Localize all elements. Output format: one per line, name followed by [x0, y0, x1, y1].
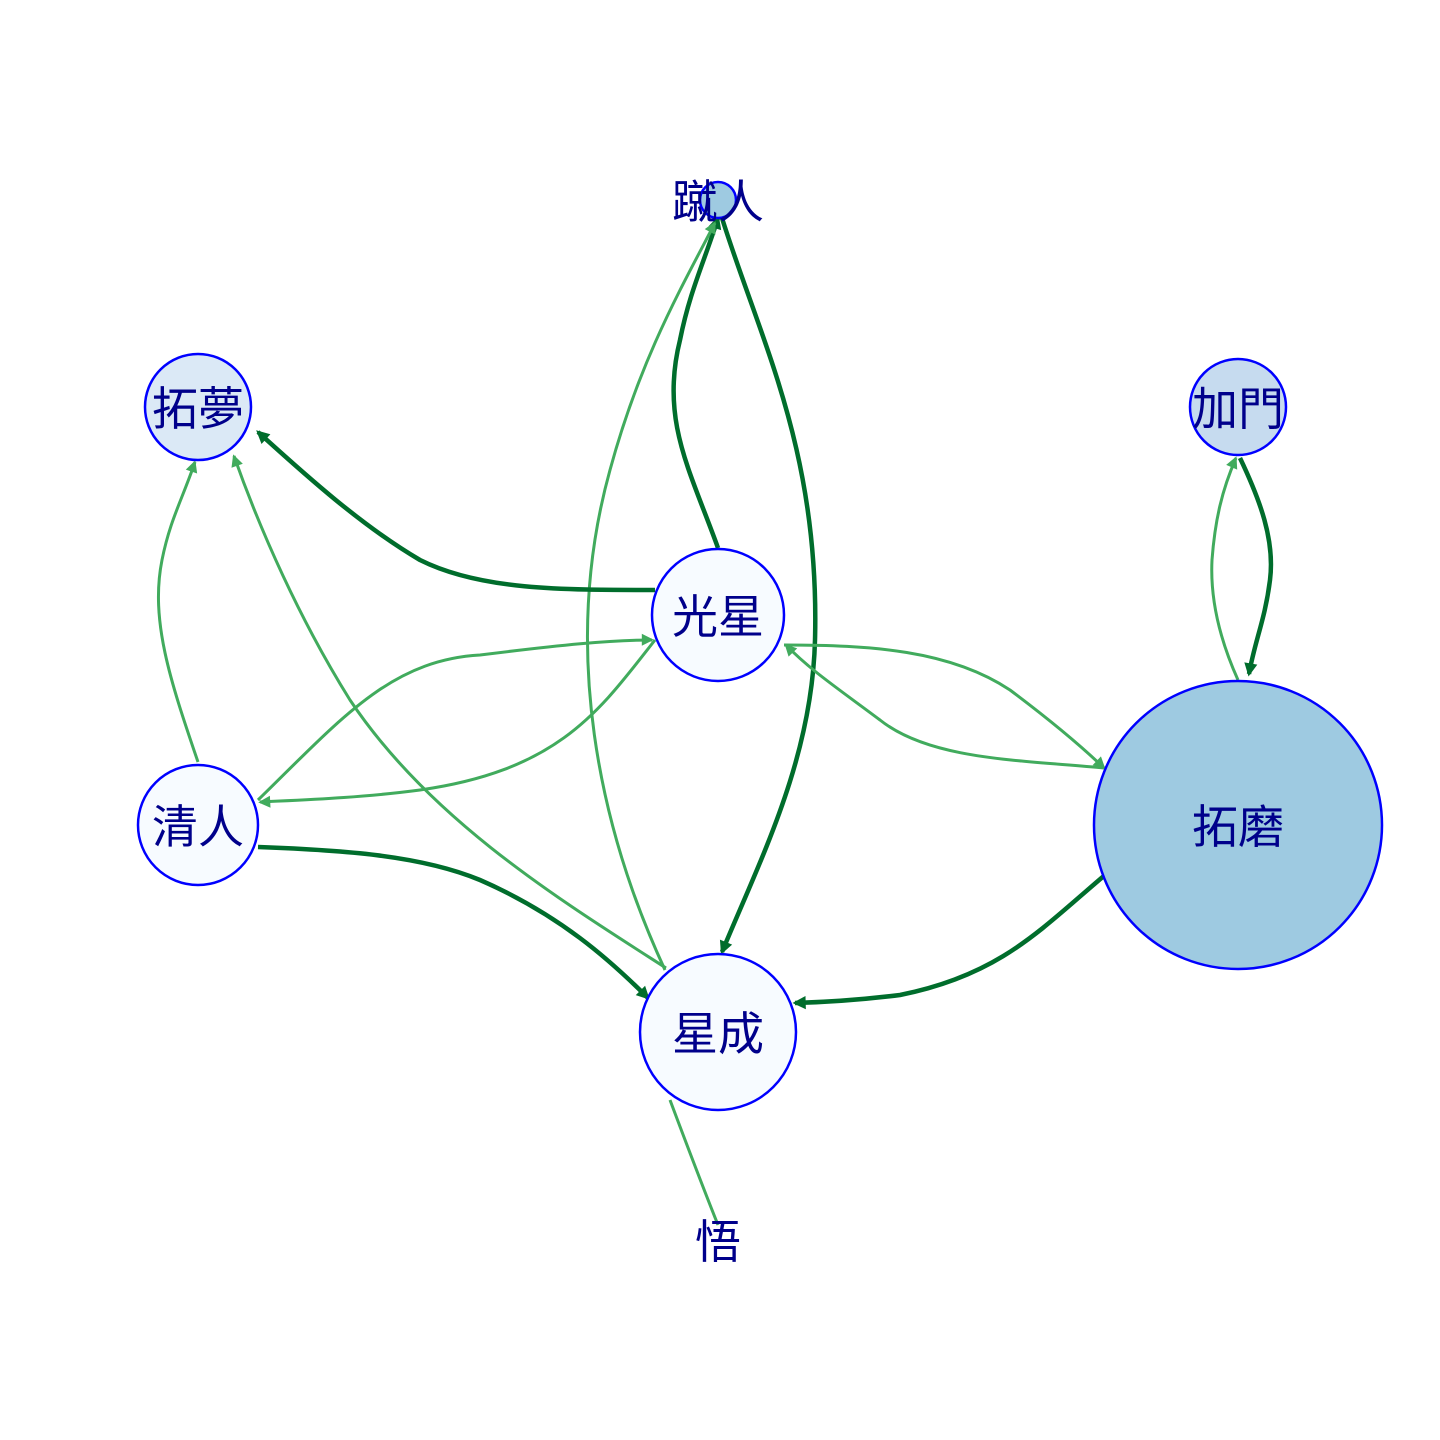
- node-circle: [638, 952, 798, 1112]
- edge-n5-to-n2: [156, 460, 200, 763]
- edge-n4-to-n5: [258, 639, 657, 808]
- node-n6: 拓磨: [1092, 679, 1384, 971]
- edge-n7-to-n2: [231, 454, 667, 970]
- node-circle: [136, 763, 260, 887]
- node-n2: 拓夢: [143, 352, 253, 462]
- edge-n3-to-n6: [1237, 457, 1274, 677]
- node-circle: [143, 352, 253, 462]
- edge-n4-to-n2: [256, 430, 656, 593]
- node-circle: [698, 180, 738, 220]
- node-circle: [1188, 357, 1288, 457]
- node-n5: 清人: [136, 763, 260, 887]
- edge-n6-to-n3: [1210, 456, 1240, 681]
- node-n4: 光星: [650, 547, 786, 683]
- node-circle: [650, 547, 786, 683]
- node-label: 清人: [152, 800, 244, 854]
- edge-n4-to-n1: [671, 215, 722, 549]
- edge-n4-to-n6: [783, 643, 1106, 770]
- node-n8: 悟: [695, 1215, 741, 1269]
- node-circle: [1092, 679, 1384, 971]
- edge-n6-to-n4: [784, 643, 1105, 770]
- edge-n8-to-n7: [668, 1099, 720, 1226]
- edge-n1-to-n7: [719, 217, 818, 955]
- node-n7: 星成: [638, 952, 798, 1112]
- edge-n7-to-n1: [586, 221, 717, 971]
- node-label: 光星: [672, 590, 764, 644]
- node-label: 星成: [672, 1007, 764, 1061]
- node-label: 蹴人: [672, 175, 764, 229]
- edge-n5-to-n7: [257, 844, 650, 1000]
- edges-layer: [156, 215, 1274, 1226]
- edge-n5-to-n4: [256, 633, 654, 802]
- node-n3: 加門: [1188, 357, 1288, 457]
- node-label: 加門: [1192, 382, 1284, 436]
- node-label: 拓磨: [1192, 800, 1284, 854]
- node-label: 悟: [695, 1215, 741, 1269]
- edge-n6-to-n7: [792, 873, 1107, 1010]
- node-n1: 蹴人: [672, 175, 764, 229]
- node-label: 拓夢: [152, 382, 244, 436]
